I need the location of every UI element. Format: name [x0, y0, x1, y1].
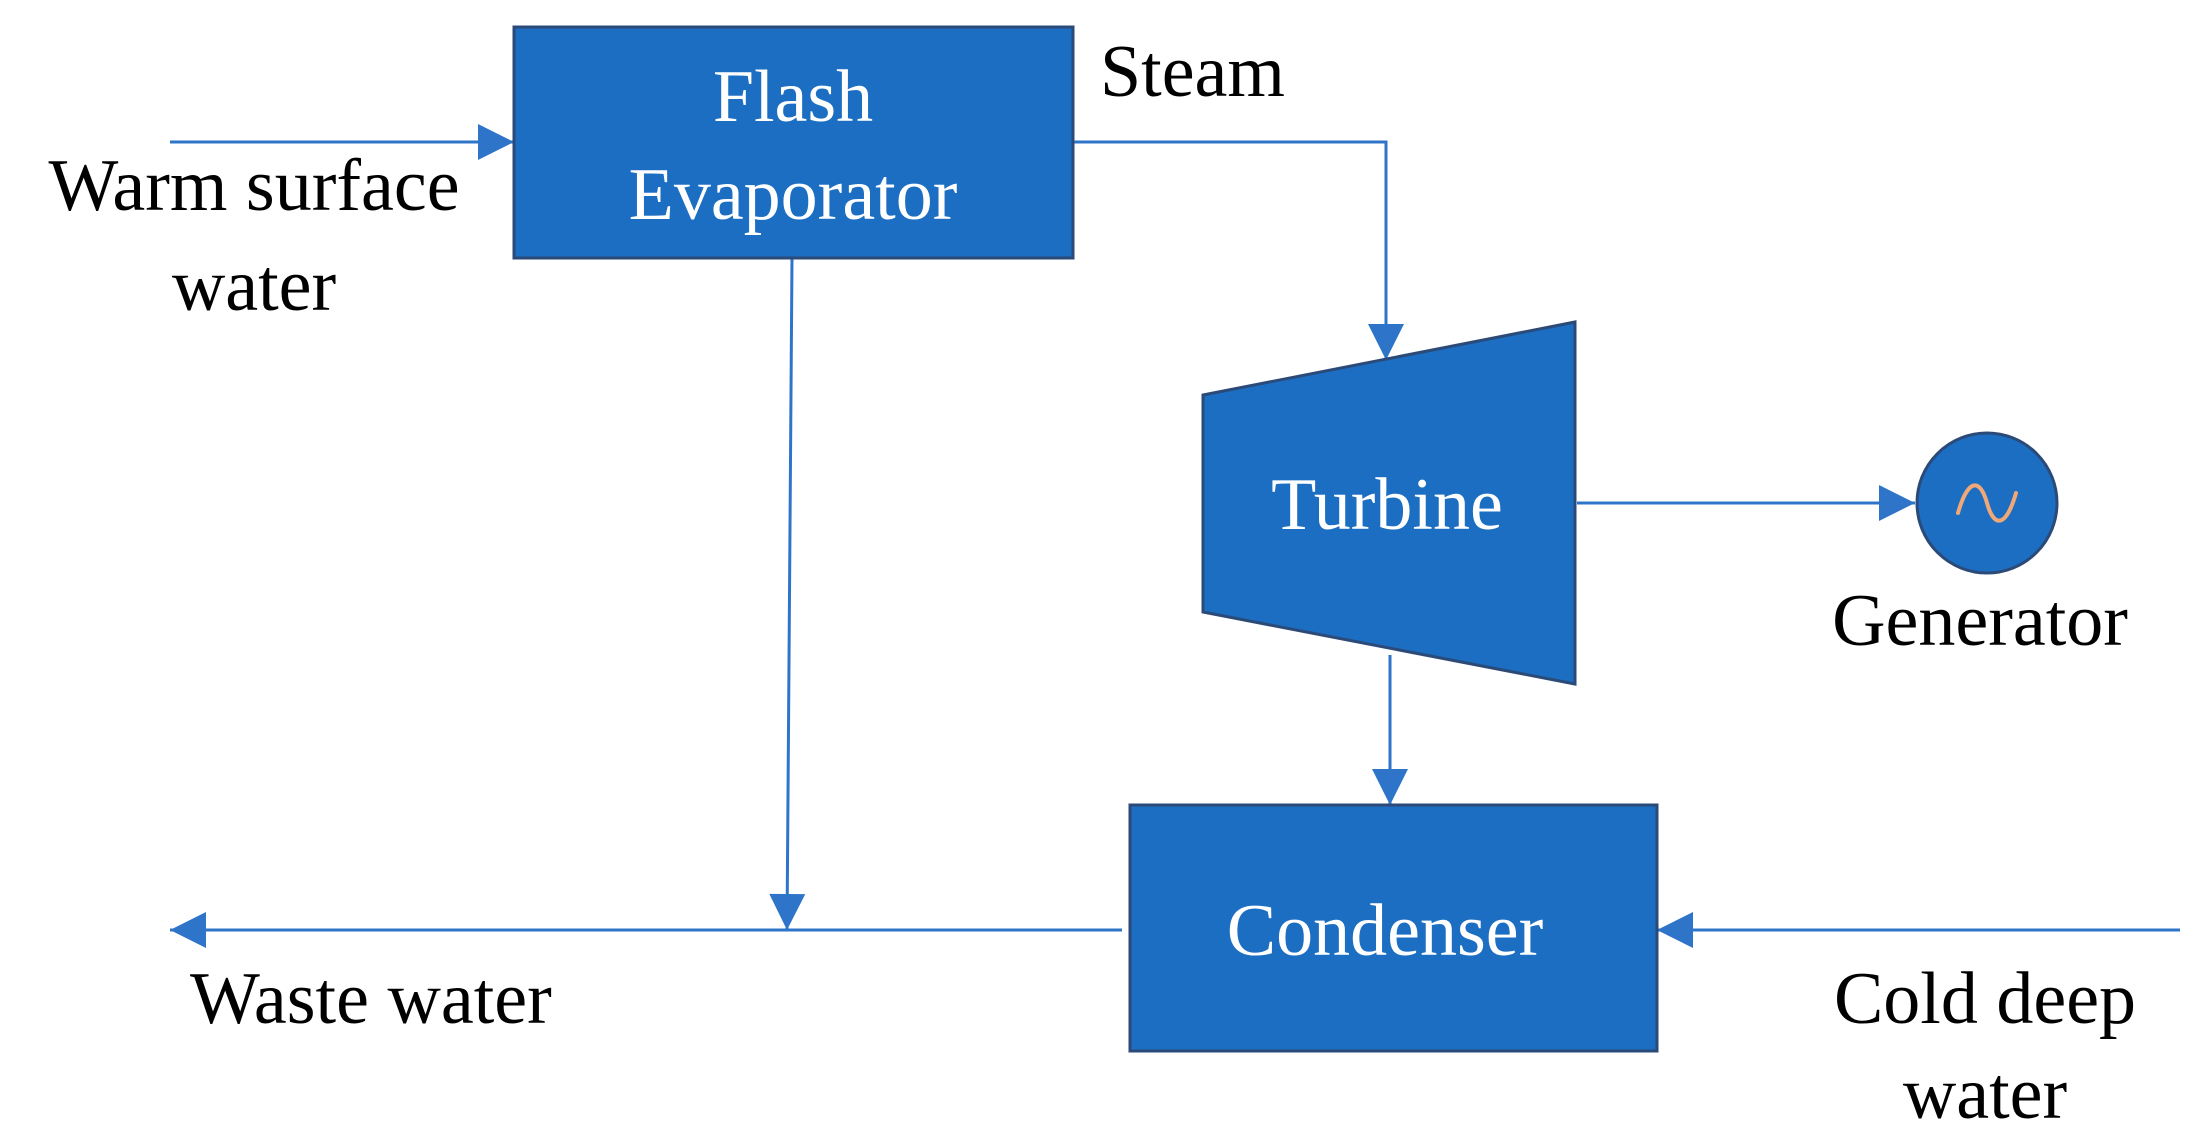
- condenser-label: Condenser: [1227, 890, 1544, 972]
- flash-evaporator-box: [512, 25, 1075, 260]
- turbine-label: Turbine: [1271, 464, 1503, 546]
- condenser-box: [1128, 803, 1659, 1053]
- warm-surface-water-label-line2: water: [172, 245, 336, 327]
- evaporator-drain-arrow: [769, 257, 806, 931]
- generator: [1915, 431, 2059, 575]
- cold-deep-water-label-line1: Cold deep: [1834, 958, 2136, 1040]
- flash-evaporator-label-line1: Flash: [713, 56, 873, 138]
- generator-label: Generator: [1832, 580, 2128, 662]
- turbine-shape: [1201, 320, 1577, 686]
- waste-water-label: Waste water: [190, 958, 552, 1040]
- sine-wave-icon: [1956, 483, 2018, 523]
- steam-label: Steam: [1100, 31, 1285, 113]
- turbine-block: Turbine: [1201, 320, 1577, 686]
- cold-deep-water-label-line2: water: [1903, 1053, 2067, 1135]
- flash-evaporator-label-line2: Evaporator: [629, 154, 958, 236]
- condenser-block: Condenser: [1128, 803, 1659, 1053]
- warm-surface-water-label-line1: Warm surface: [48, 145, 459, 227]
- flow-lines: [170, 124, 2180, 948]
- steam-flow-arrow: [1073, 140, 1404, 360]
- flash-evaporator-block: Flash Evaporator: [512, 25, 1075, 260]
